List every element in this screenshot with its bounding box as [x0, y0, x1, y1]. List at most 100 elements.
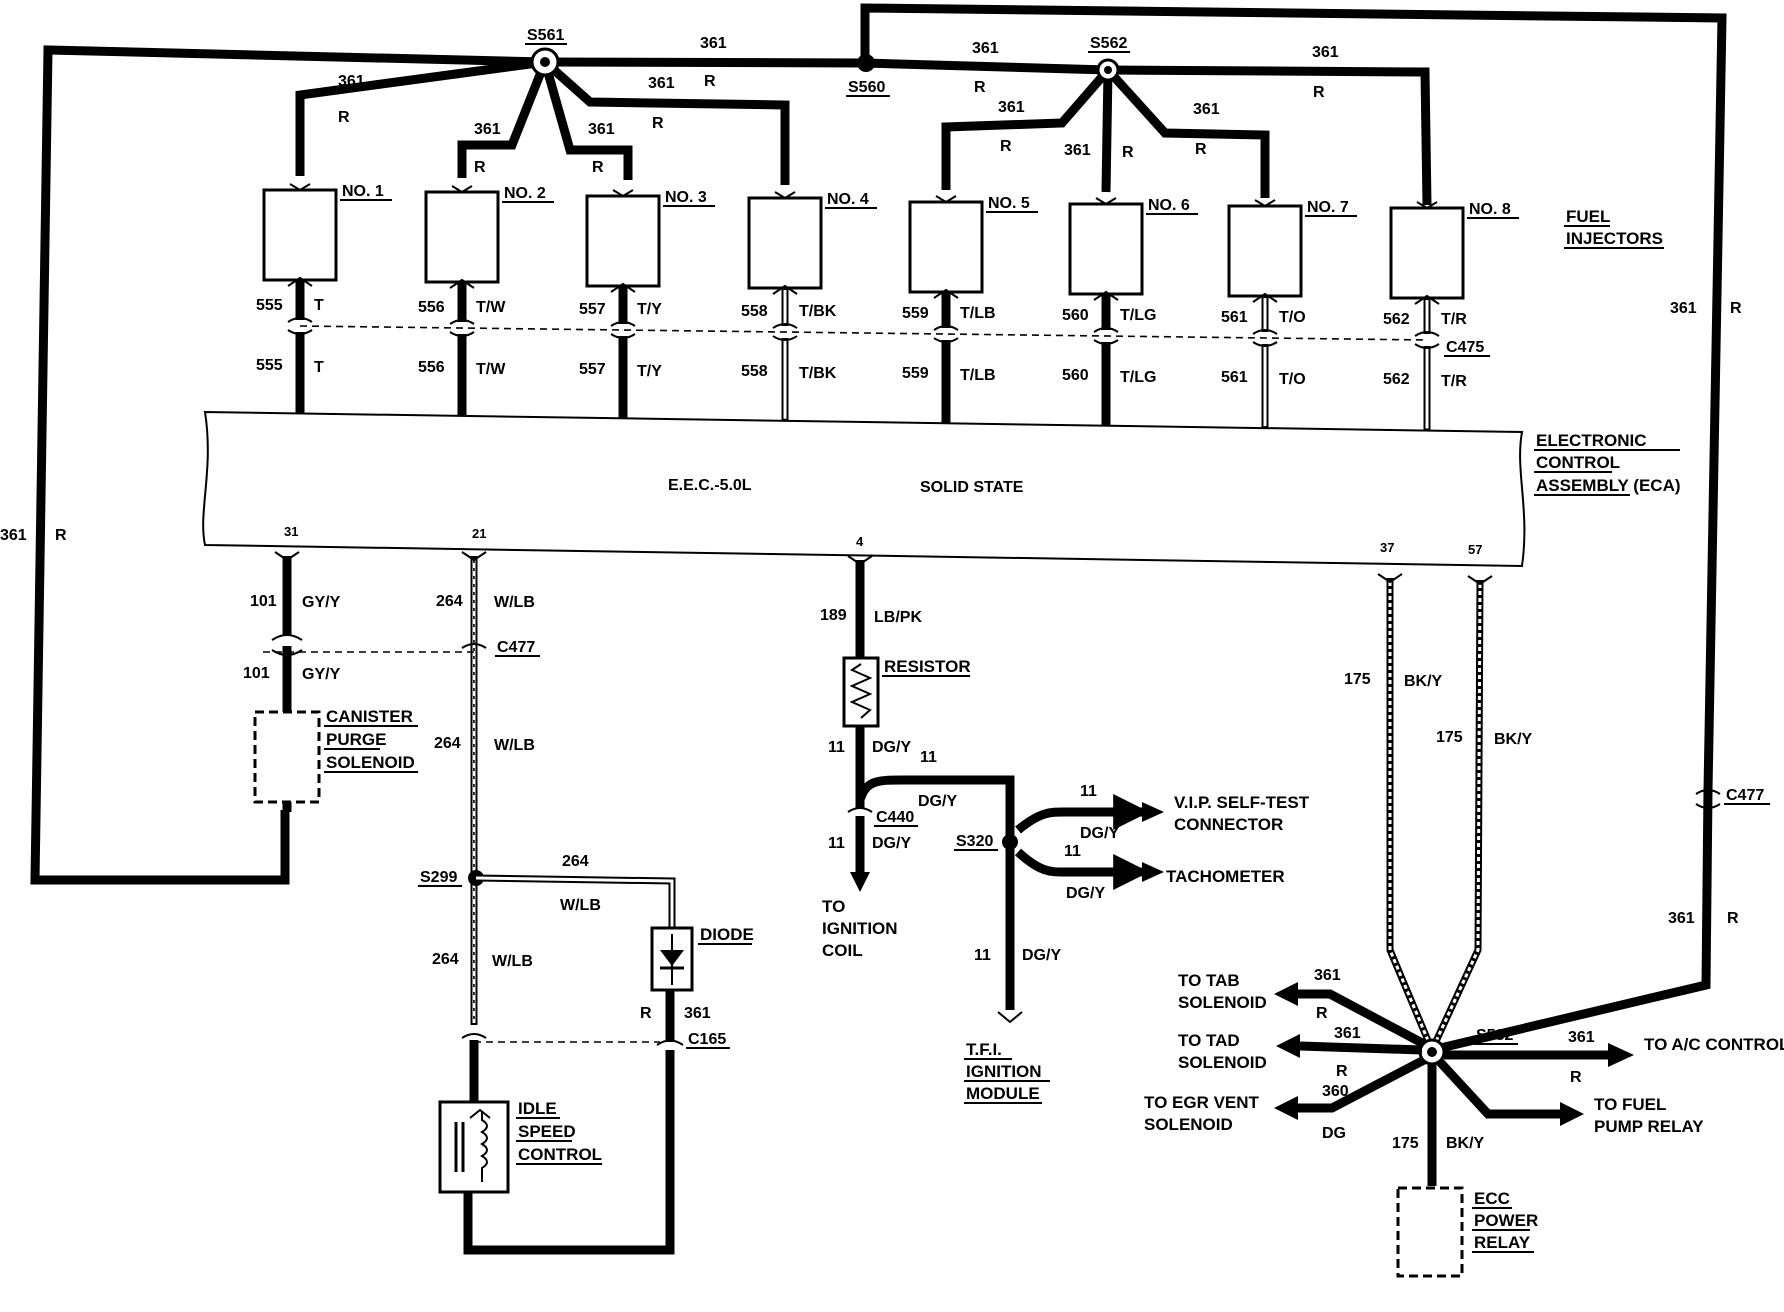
- wire-color: R: [55, 527, 67, 544]
- wire-number: 189: [820, 607, 847, 624]
- wire-number: 361: [1064, 142, 1091, 159]
- wire-color: R: [1570, 1069, 1582, 1086]
- wire-color: R: [474, 159, 486, 176]
- wire-number: 264: [434, 735, 461, 752]
- svg-text:PUMP RELAY: PUMP RELAY: [1594, 1117, 1704, 1136]
- wire-color: DG/Y: [918, 793, 957, 810]
- wire-color: T/R: [1441, 373, 1467, 390]
- wire-number: 360: [1322, 1083, 1349, 1100]
- wire-number: 264: [432, 951, 459, 968]
- wire-number: 559: [902, 365, 929, 382]
- ignition-circuit: 189 LB/PK RESISTOR 11 DG/Y 11 11 DG/Y C4…: [820, 555, 1310, 1104]
- eca-model: E.E.C.-5.0L: [668, 477, 752, 494]
- wire-number: 361: [1312, 44, 1339, 61]
- wire-color: R: [592, 159, 604, 176]
- svg-text:PURGE: PURGE: [326, 730, 386, 749]
- injector-body: [262, 188, 338, 282]
- svg-text:RELAY: RELAY: [1474, 1233, 1531, 1252]
- svg-text:T.F.I.: T.F.I.: [966, 1040, 1002, 1059]
- wire-number: 361: [338, 73, 365, 90]
- fuel-injector-1: NO. 1555T555T58: [256, 183, 392, 436]
- injector-body: [747, 196, 823, 290]
- wire-color: R: [1316, 1005, 1328, 1022]
- resistor: [842, 656, 880, 728]
- wire-number: 557: [579, 301, 606, 318]
- wire-color: T/BK: [799, 365, 837, 382]
- s562-splice: S562: [1088, 35, 1130, 82]
- svg-text:ELECTRONIC: ELECTRONIC: [1536, 431, 1647, 450]
- injector-label: NO. 8: [1469, 201, 1511, 218]
- wire-color: T: [314, 297, 324, 314]
- power-bus-labels: 361 R 361 R 361 R 361 R 361 R 361 R 361 …: [0, 35, 1742, 927]
- wire-number: 11: [974, 947, 991, 964]
- eca-label: ELECTRONIC CONTROL ASSEMBLY (ECA): [1534, 431, 1681, 496]
- wire-color: W/LB: [560, 897, 601, 914]
- s560-splice: S560: [846, 54, 890, 97]
- injector-label: NO. 7: [1307, 199, 1349, 216]
- svg-text:SOLENOID: SOLENOID: [326, 753, 415, 772]
- wire-color: R: [1336, 1063, 1348, 1080]
- svg-text:CANISTER: CANISTER: [326, 707, 413, 726]
- wire-number: 361: [998, 99, 1025, 116]
- to-ac-control-label: TO A/C CONTROL: [1644, 1035, 1784, 1054]
- svg-text:IGNITION: IGNITION: [966, 1062, 1042, 1081]
- wire-number: 559: [902, 305, 929, 322]
- svg-text:SPEED: SPEED: [518, 1122, 576, 1141]
- injector-body: [1389, 206, 1465, 300]
- wire-color: W/LB: [492, 953, 533, 970]
- wire-number: 562: [1383, 311, 1410, 328]
- svg-text:CONNECTOR: CONNECTOR: [1174, 815, 1283, 834]
- wire-number: 361: [972, 40, 999, 57]
- wire-color: DG: [1322, 1125, 1346, 1142]
- svg-text:ASSEMBLY (ECA): ASSEMBLY (ECA): [1536, 476, 1681, 495]
- wire-number: 561: [1221, 309, 1248, 326]
- svg-text:TO: TO: [822, 897, 845, 916]
- c475-connector-line: [299, 325, 1428, 341]
- wire-color: T/W: [476, 299, 506, 316]
- wire-color: T/O: [1279, 371, 1306, 388]
- wire-color: R: [652, 115, 664, 132]
- idle-speed-control-circuit: C477 264 W/LB 264 W/LB 264 W/LB S299 264…: [258, 551, 754, 1255]
- wire-color: R: [1313, 84, 1325, 101]
- wire-number: 101: [243, 665, 270, 682]
- s562-label: S562: [1090, 35, 1127, 52]
- injector-body: [585, 194, 661, 288]
- pin-57: 57: [1468, 542, 1482, 557]
- wire-color: BK/Y: [1446, 1135, 1485, 1152]
- wire-color: BK/Y: [1494, 731, 1533, 748]
- wire-number: 11: [828, 739, 845, 756]
- s532-label: S532: [1476, 1027, 1513, 1044]
- s320-label: S320: [956, 833, 993, 850]
- wire-color: T/Y: [637, 363, 662, 380]
- svg-text:SOLENOID: SOLENOID: [1178, 993, 1267, 1012]
- wire-color: T/BK: [799, 303, 837, 320]
- wire-number: 361: [1334, 1025, 1361, 1042]
- wire-number: 561: [1221, 369, 1248, 386]
- injector-body: [1068, 202, 1144, 296]
- idle-speed-control-actuator: [438, 1100, 510, 1194]
- wire-number: 175: [1344, 671, 1371, 688]
- svg-text:TO FUEL: TO FUEL: [1594, 1095, 1666, 1114]
- wire-number: 555: [256, 357, 283, 374]
- wire-number: 101: [250, 593, 277, 610]
- wire-color: R: [1730, 300, 1742, 317]
- canister-purge-solenoid: [253, 710, 321, 804]
- wire-number: 361: [474, 121, 501, 138]
- s560-label: S560: [848, 79, 885, 96]
- svg-text:IGNITION: IGNITION: [822, 919, 898, 938]
- wire-color: R: [704, 73, 716, 90]
- wire-number: 11: [1064, 843, 1081, 860]
- canister-purge-circuit: 101 GY/Y 101 GY/Y CANISTER PURGE SOLENOI…: [243, 551, 418, 812]
- s299-label: S299: [420, 869, 457, 886]
- wire-number: 556: [418, 299, 445, 316]
- svg-text:IDLE: IDLE: [518, 1099, 557, 1118]
- c475-label: C475: [1446, 339, 1484, 356]
- wire-number: 361: [1193, 101, 1220, 118]
- wire-color: T: [314, 359, 324, 376]
- wire-color: R: [640, 1005, 652, 1022]
